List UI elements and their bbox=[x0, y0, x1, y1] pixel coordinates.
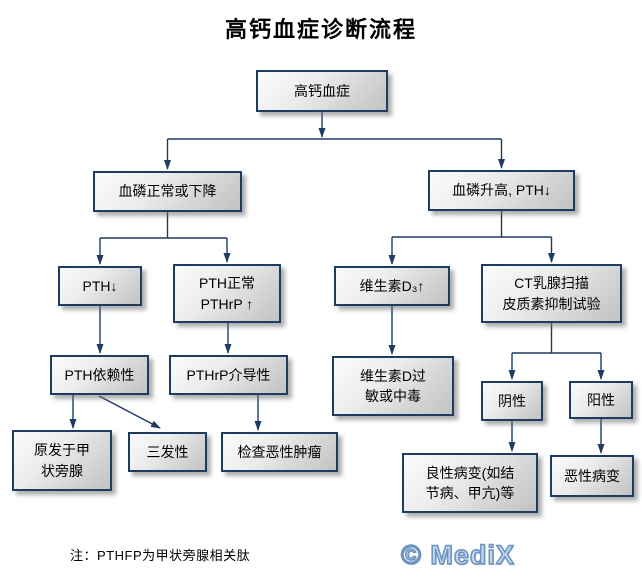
connector-pthdep-to-tertiary bbox=[98, 395, 161, 429]
flowchart-node-benign-lesion: 良性病变(如结 节病、甲亢)等 bbox=[402, 453, 538, 513]
footnote: 注：PTHFP为甲状旁腺相关肽 bbox=[70, 548, 251, 563]
flowchart-node-pth-normal-pthrp-up: PTH正常 PTHrP ↑ bbox=[173, 264, 281, 323]
flowchart-node-hypercalcemia: 高钙血症 bbox=[256, 70, 388, 112]
flowchart-node-pth-low: PTH↓ bbox=[58, 266, 142, 306]
flowchart-node-check-malignant-tumor: 检查恶性肿瘤 bbox=[221, 432, 338, 472]
flowchart-node-ct-scan-cortisol-suppression-test: CT乳腺扫描 皮质素抑制试验 bbox=[481, 264, 622, 323]
flowchart-node-vitamin-d-hypersensitivity-or-toxicity: 维生素D过 敏或中毒 bbox=[332, 356, 454, 416]
flowchart-node-phosphate-high-pth-low: 血磷升高, PTH↓ bbox=[428, 170, 575, 211]
flowchart-node-positive: 阳性 bbox=[569, 381, 633, 419]
flowchart-node-phosphate-normal-or-low: 血磷正常或下降 bbox=[93, 171, 242, 212]
flowchart-node-negative: 阴性 bbox=[481, 381, 543, 421]
page-title: 高钙血症诊断流程 bbox=[224, 17, 417, 43]
flowchart-node-primary-parathyroid: 原发于甲 状旁腺 bbox=[12, 430, 112, 491]
medix-logo: © MediX bbox=[400, 539, 515, 571]
flowchart-node-pth-dependent: PTH依赖性 bbox=[50, 355, 149, 395]
flowchart-node-vitamin-d3-up: 维生素D₃↑ bbox=[334, 266, 450, 306]
flowchart-node-malignant-lesion: 恶性病变 bbox=[550, 455, 634, 497]
flowchart-node-tertiary: 三发性 bbox=[128, 432, 207, 472]
flowchart-node-pthrp-mediated: PTHrP介导性 bbox=[169, 355, 288, 395]
